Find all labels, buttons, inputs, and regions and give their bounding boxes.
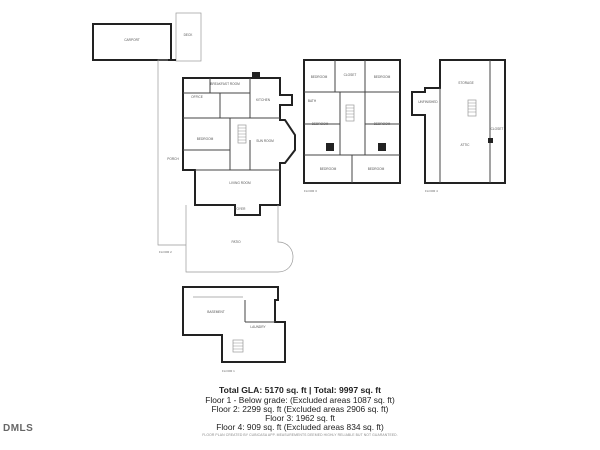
floor-2-stairs [237,124,247,144]
floor-label-4: FLOOR 4 [425,189,438,193]
room-label-foyer: FOYER [235,207,247,211]
floor-1-area: Floor 1 - Below grade: (Excluded areas 1… [205,395,395,405]
floor-3-area: Floor 3: 1962 sq. ft [265,413,335,423]
room-label-bedroom-f3e: BEDROOM [320,167,337,171]
floor-label-1: FLOOR 1 [222,369,235,373]
room-label-bedroom-f2: BEDROOM [197,137,214,141]
room-label-bath-f3: BATH [308,99,317,103]
room-label-deck: DECK [184,33,194,37]
room-label-bedroom-f3c: BEDROOM [312,122,329,126]
floor-label-2: FLOOR 2 [159,250,172,254]
room-label-attic: ATTIC [461,143,471,147]
room-label-bedroom-f3b: BEDROOM [374,75,391,79]
room-label-closet-f3: CLOSET [344,73,357,77]
room-label-breakfast: BREAKFAST ROOM [210,82,240,86]
room-label-storage: STORAGE [458,81,474,85]
floor-3-stairs [345,104,355,122]
floor-label-3: FLOOR 3 [304,189,317,193]
floor-2-plan: BREAKFAST ROOM OFFICE KITCHEN BEDROOM SU… [159,72,296,273]
floor-plan-drawing: CARPORT DECK PORCH BREAKFAST ROOM OFFICE [92,12,506,373]
total-area-summary: Total GLA: 5170 sq. ft | Total: 9997 sq.… [218,385,382,395]
room-label-laundry: LAUNDRY [250,325,266,329]
room-label-bedroom-f3a: BEDROOM [311,75,328,79]
room-label-sunroom: SUN ROOM [256,139,274,143]
porch-outline: PORCH [157,59,186,246]
floor-3-plan: BEDROOM CLOSET BEDROOM BEDROOM BEDROOM B… [303,59,401,193]
room-label-office: OFFICE [191,95,203,99]
brand-watermark: DMLS [3,423,34,434]
room-label-closet-f4: CLOSET [491,127,504,131]
floor-1-stairs [232,339,244,353]
floor-4-stairs [467,99,477,117]
room-label-living: LIVING ROOM [229,181,251,185]
floor-4-plan: STORAGE ATTIC UNFINISHED CLOSET FLOOR 4 [411,59,506,193]
room-label-basement: BASEMENT [207,310,225,314]
room-label-bedroom-f3f: BEDROOM [368,167,385,171]
floor-2-area: Floor 2: 2299 sq. ft (Excluded areas 290… [211,404,389,414]
room-label-patio: PATIO [231,240,241,244]
room-label-porch: PORCH [167,157,179,161]
floor-4-area: Floor 4: 909 sq. ft (Excluded areas 834 … [216,422,384,432]
room-label-carport: CARPORT [124,38,140,42]
room-label-unfinished: UNFINISHED [418,100,438,104]
floor-1-plan: BASEMENT LAUNDRY FLOOR 1 [182,286,286,373]
room-label-kitchen: KITCHEN [256,98,271,102]
carport-structure: CARPORT DECK [92,12,202,62]
disclaimer-text: FLOOR PLAN CREATED BY CUBICASA APP. MEAS… [202,433,398,437]
room-label-bedroom-f3d: BEDROOM [374,122,391,126]
